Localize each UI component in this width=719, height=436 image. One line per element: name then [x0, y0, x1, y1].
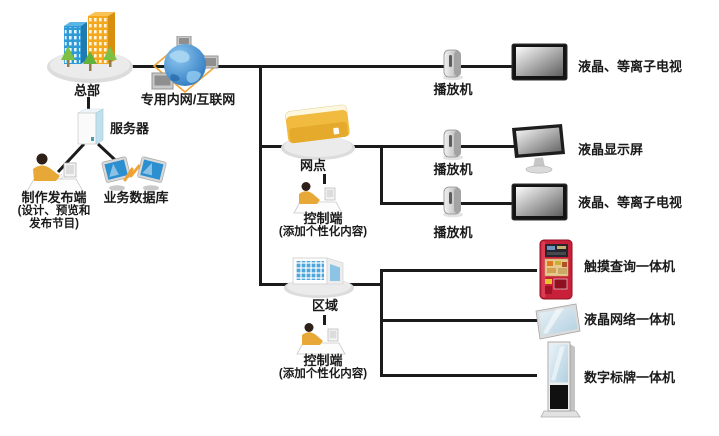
connector-low-vertical: [380, 269, 383, 377]
server-label: 服务器: [110, 121, 150, 136]
player-low-icon: [443, 186, 463, 218]
headquarters-label: 总部: [73, 83, 100, 98]
producer-label-block: 制作发布端 (设计、预览和 发布节目): [4, 191, 104, 231]
digital-signage-label: 数字标牌一体机: [584, 370, 676, 385]
connector-mid-vertical: [380, 145, 383, 205]
branch-control-block: 控制端 (添加个性化内容): [262, 212, 384, 239]
player-low-label: 播放机: [433, 225, 473, 240]
internet-globe-icon: [151, 36, 219, 94]
connector-main-horizontal: [104, 65, 514, 68]
connector-branch-row: [259, 145, 517, 148]
connector-trunk-vertical: [259, 65, 262, 286]
business-database-icon: [101, 156, 167, 191]
digital-signage-kiosk-icon: [540, 341, 581, 418]
touch-kiosk-label: 触摸查询一体机: [584, 259, 676, 274]
connector-region-control: [323, 315, 326, 325]
server-icon: [76, 108, 105, 145]
trees: [61, 46, 117, 71]
headquarters-buildings-icon: [47, 12, 133, 83]
network-label: 专用内网/互联网: [140, 92, 236, 107]
region-control-label: 控制端: [303, 353, 343, 368]
connector-signage-row: [380, 374, 537, 377]
producer-note-line1: (设计、预览和: [17, 205, 91, 217]
region-control-block: 控制端 (添加个性化内容): [262, 354, 384, 381]
lcd-network-panel-icon: [535, 303, 581, 340]
connector-lcdnet-row: [380, 319, 537, 322]
player-top-label: 播放机: [433, 82, 473, 97]
branch-folder-icon: [281, 104, 355, 160]
lcd-network-label: 液晶网络一体机: [584, 312, 676, 327]
player-mid-icon: [443, 129, 463, 161]
touch-kiosk-icon: [539, 239, 573, 300]
tv-mid-icon: [511, 183, 568, 221]
connector-hq-server: [87, 97, 90, 111]
database-label: 业务数据库: [103, 190, 169, 205]
producer-note-line2: 发布节目): [29, 218, 79, 230]
region-control-note: (添加个性化内容): [278, 368, 368, 380]
mini-computers: [151, 36, 219, 90]
player-mid-label: 播放机: [433, 162, 473, 177]
region-control-person-icon: [296, 323, 346, 355]
branch-control-label: 控制端: [303, 211, 343, 226]
player-top-icon: [443, 49, 463, 81]
tv-mid-label: 液晶、等离子电视: [578, 195, 683, 210]
tv-top-icon: [511, 43, 568, 81]
lcd-screen-label: 液晶显示屏: [578, 142, 644, 157]
lcd-monitor-icon: [512, 124, 565, 174]
branch-control-note: (添加个性化内容): [278, 226, 368, 238]
region-building-icon: [284, 257, 354, 298]
producer-label: 制作发布端: [21, 190, 87, 205]
connector-touchkiosk-row: [380, 269, 537, 272]
connector-branch-control: [323, 174, 326, 184]
region-label: 区域: [311, 298, 338, 313]
tv-top-label: 液晶、等离子电视: [578, 59, 683, 74]
branch-control-person-icon: [293, 182, 343, 214]
producer-person-icon: [26, 153, 85, 194]
branch-label: 网点: [299, 158, 326, 173]
